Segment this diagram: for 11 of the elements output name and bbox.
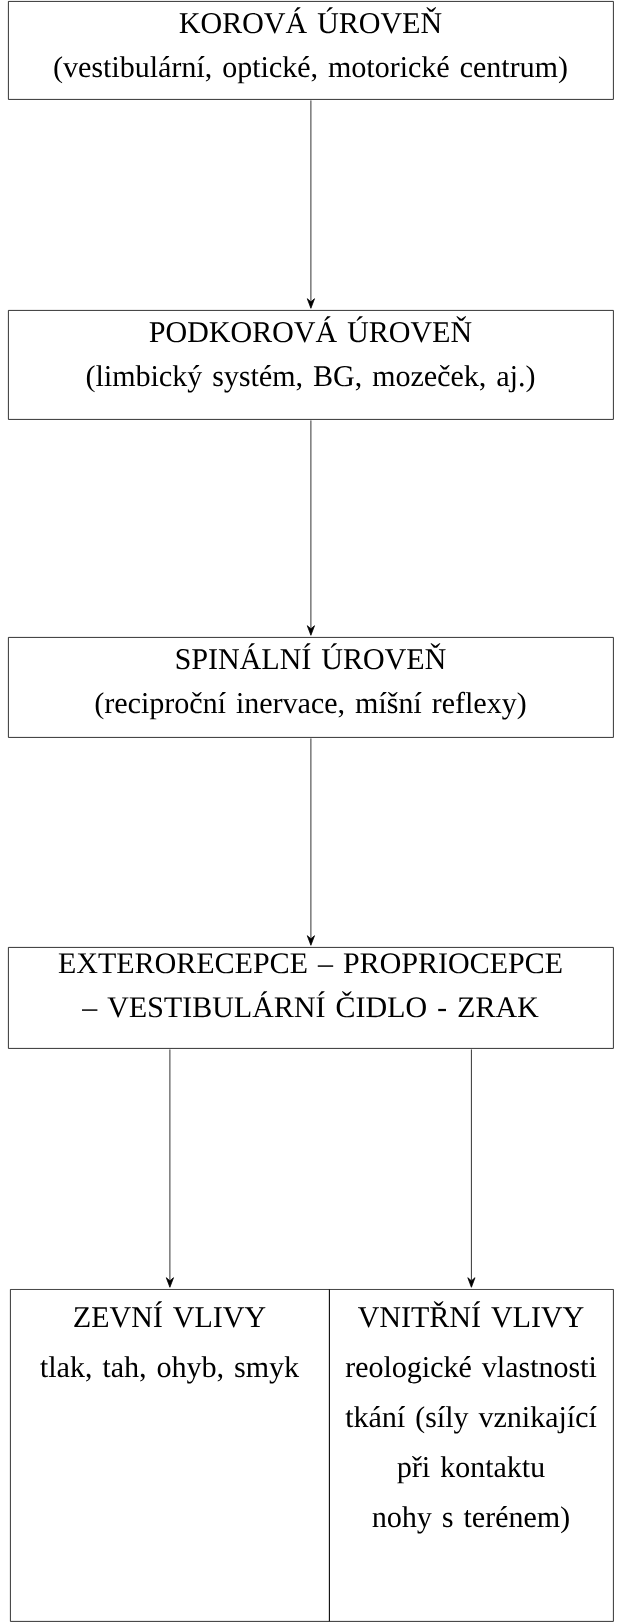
table-cell: ZEVNÍ VLIVY tlak, tah, ohyb, smyk — [10, 1289, 330, 1622]
arrow — [165, 1049, 174, 1288]
table-cell: VNITŘNÍ VLIVY reologické vlastnosti tkání (síly vznikající při kontaktu nohy s terénem) — [329, 1289, 614, 1622]
level-box: PODKOROVÁ ÚROVEŇ (limbický systém, BG, mozeček, aj.) — [8, 310, 614, 420]
arrow — [306, 100, 315, 309]
level-box: EXTERORECEPCE – PROPRIOCEPCE – VESTIBULÁRNÍ ČIDLO - ZRAK — [8, 947, 614, 1049]
level-box: KOROVÁ ÚROVEŇ (vestibulární, optické, motorické centrum) — [8, 1, 614, 100]
arrow — [467, 1049, 476, 1288]
arrow — [306, 420, 315, 636]
level-box: SPINÁLNÍ ÚROVEŇ (reciproční inervace, míšní reflexy) — [8, 637, 614, 738]
arrow — [306, 738, 315, 946]
